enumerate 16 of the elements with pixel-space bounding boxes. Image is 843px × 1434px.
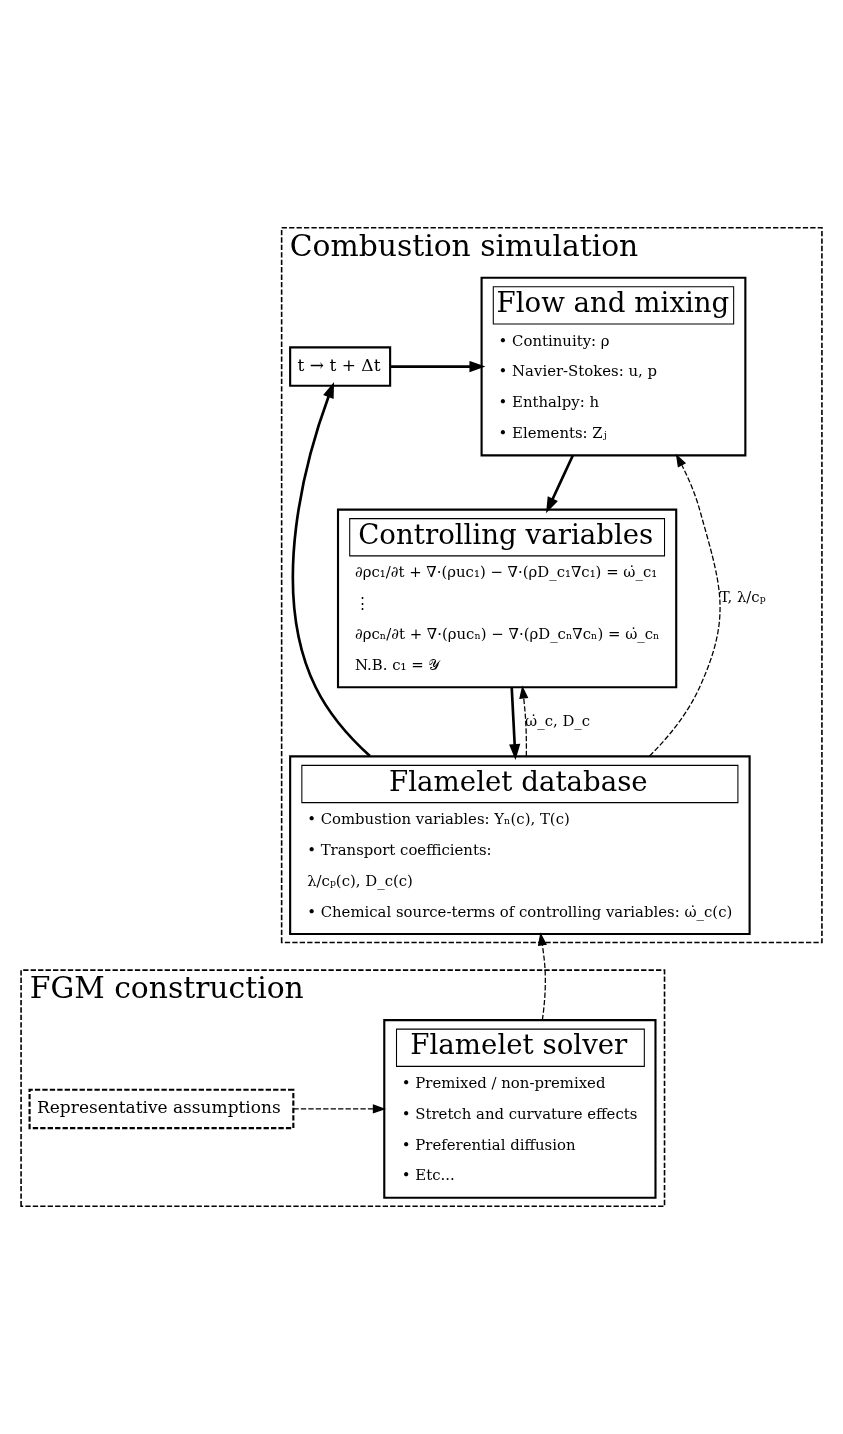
arrow <box>292 1104 387 1114</box>
arrow <box>291 382 371 757</box>
node-box: Controlling variables ∂ρc₁/∂t + ∇·(ρuc₁) − ∇·(ρD_c₁∇c₁) = ω̇_c₁ ⋮ ∂ρcₙ/∂t + ∇·(ρucₙ) − ∇·(ρD_cₙ∇cₙ) = ω̇_cₙ N.B. c₁ = 𝒴 <box>336 508 678 689</box>
edge-label: T, λ/cₚ <box>719 588 766 607</box>
arrow <box>648 453 721 757</box>
edge-label: ω̇_c, D_c <box>525 711 591 730</box>
node-box: Flamelet solver • Premixed / non-premixed • Stretch and curvature effects • Preferential diffusion • Etc... <box>383 1019 657 1199</box>
node-box: Flamelet database • Combustion variables: Yₙ(c), T(c) • Transport coefficients: λ/cₚ(c), D_c(c) • Chemical source-terms of controlling variables: ω̇_c(c) <box>289 755 751 936</box>
arrow <box>519 685 529 757</box>
arrow <box>390 360 486 373</box>
arrow <box>509 687 521 761</box>
arrow <box>537 932 547 1021</box>
node-box: t → t + Δt <box>289 346 392 387</box>
node-box: Flow and mixing • Continuity: ρ • Navier-Stokes: u, p • Enthalpy: h • Elements: Zⱼ <box>480 276 747 457</box>
arrow <box>546 454 574 514</box>
node-box: Representative assumptions <box>28 1088 295 1130</box>
